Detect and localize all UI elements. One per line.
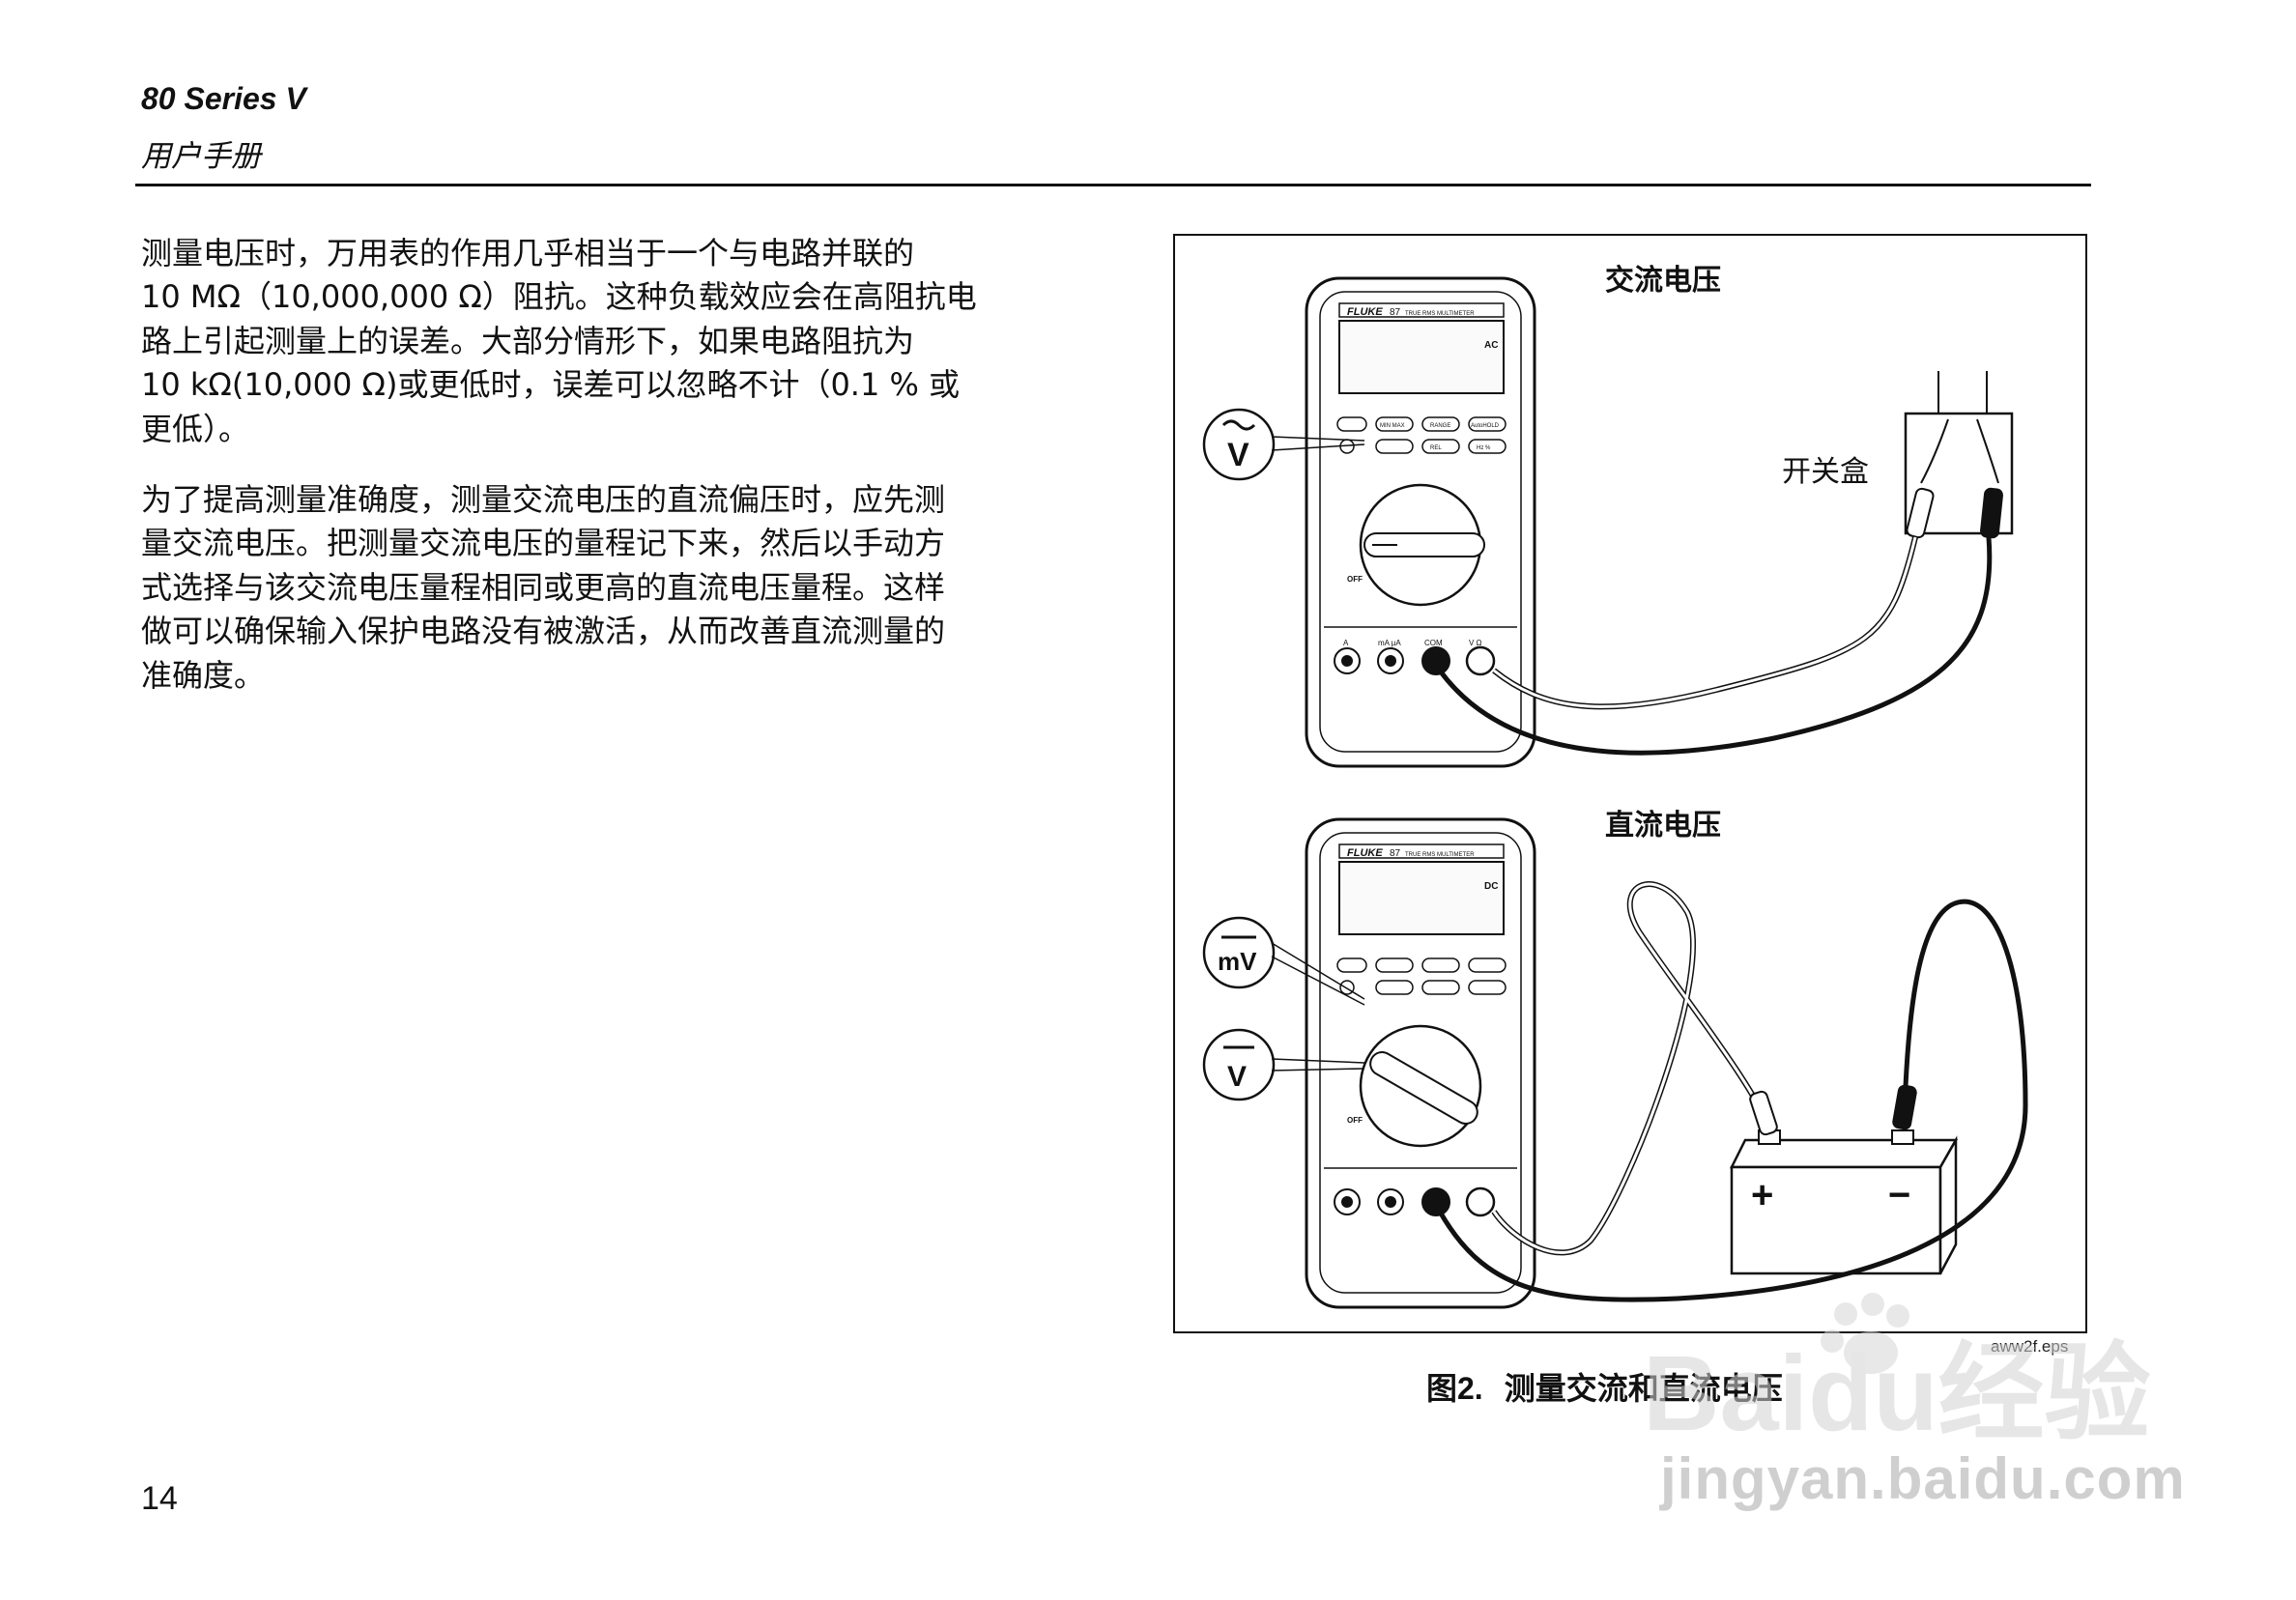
jack-v-label: V Ω <box>1469 639 1482 647</box>
black-lead <box>1437 536 1993 756</box>
black-probe <box>1980 487 2003 539</box>
button-autohold: AutoHOLD <box>1471 423 1500 429</box>
ac-voltage-label: 交流电压 <box>1605 264 1721 298</box>
figure-file-name: aww2f.eps <box>1991 1337 2069 1356</box>
header-subtitle: 用户手册 <box>141 139 261 174</box>
caption-number: 图2. <box>1426 1371 1483 1406</box>
paragraph-line: 为了提高测量准确度，测量交流电压的直流偏压时，应先测 <box>141 481 946 518</box>
paragraph-line: 更低）。 <box>141 410 250 447</box>
dcv-symbol-text: V <box>1227 1061 1247 1093</box>
display-mode-dc: DC <box>1484 881 1498 892</box>
page-number: 14 <box>141 1480 178 1517</box>
meter-model: 87 <box>1390 848 1401 859</box>
paragraph-line: 准确度。 <box>141 656 266 694</box>
red-probe <box>1906 487 1935 539</box>
switch-box-label: 开关盒 <box>1782 455 1869 489</box>
paragraph-line: 测量电压时，万用表的作用几乎相当于一个与电路并联的 <box>141 235 915 271</box>
body-paragraph-1: 测量电压时，万用表的作用几乎相当于一个与电路并联的 10 MΩ（10,000,0… <box>141 232 1059 451</box>
meter-display <box>1338 320 1505 394</box>
input-jacks <box>1334 1186 1496 1217</box>
caption-text: 测量交流和直流电压 <box>1504 1370 1783 1407</box>
ac-voltage-symbol <box>1202 408 1276 481</box>
figure-measurement-diagram: 交流电压 FLUKE 87 TRUE RMS MULTIMETER AC MIN… <box>1173 234 2087 1333</box>
input-jacks: A mA µA COM V Ω <box>1334 639 1496 676</box>
ac-symbol-text: V <box>1227 437 1249 473</box>
jack-a-label: A <box>1343 639 1349 647</box>
dc-voltage-symbol <box>1202 1028 1276 1101</box>
jack-com-label: COM <box>1424 639 1443 647</box>
figure-caption: 图2. 测量交流和直流电压 <box>1426 1364 1783 1409</box>
battery-plus: + <box>1751 1174 1773 1216</box>
watermark-url: jingyan.baidu.com <box>1660 1446 2186 1511</box>
multimeter-dc: FLUKE 87 TRUE RMS MULTIMETER DC OFF <box>1305 817 1536 1309</box>
jack-ma-label: mA µA <box>1378 639 1401 647</box>
battery: + − <box>1729 1129 1959 1275</box>
multimeter-ac: FLUKE 87 TRUE RMS MULTIMETER AC MIN MAX … <box>1305 276 1536 768</box>
meter-model: 87 <box>1390 307 1401 318</box>
watermark: Baidu经验 <box>1643 1285 2184 1463</box>
button-min-max: MIN MAX <box>1380 423 1405 429</box>
dc-voltage-label: 直流电压 <box>1605 809 1721 843</box>
off-label: OFF <box>1347 575 1363 584</box>
figure-illustration: 交流电压 FLUKE 87 TRUE RMS MULTIMETER AC MIN… <box>1202 264 2028 1309</box>
mv-symbol-text: mV <box>1218 947 1257 976</box>
battery-minus: − <box>1888 1174 1910 1216</box>
button-range: RANGE <box>1430 423 1450 429</box>
watermark-brand: Baidu经验 <box>1643 1334 2151 1453</box>
paragraph-line: 做可以确保输入保护电路没有被激活，从而改善直流测量的 <box>141 613 946 650</box>
paragraph-line: 式选择与该交流电压量程相同或更高的直流电压量程。这样 <box>141 568 946 606</box>
meter-display <box>1338 861 1505 935</box>
red-lead <box>1492 882 1772 1254</box>
dc-millivolt-symbol <box>1202 916 1276 989</box>
meter-brand: FLUKE <box>1347 306 1383 318</box>
black-lead <box>1437 899 2028 1302</box>
button-rel: REL <box>1430 445 1442 451</box>
meter-brand: FLUKE <box>1347 847 1383 859</box>
header-title: 80 Series V <box>141 81 306 116</box>
meter-subtitle: TRUE RMS MULTIMETER <box>1405 852 1475 858</box>
display-mode-ac: AC <box>1484 340 1498 351</box>
button-hz: Hz % <box>1477 445 1491 451</box>
off-label: OFF <box>1347 1116 1363 1125</box>
paragraph-line: 10 MΩ（10,000,000 Ω）阻抗。这种负载效应会在高阻抗电 <box>141 278 977 316</box>
paragraph-line: 量交流电压。把测量交流电压的量程记下来，然后以手动方 <box>141 525 946 562</box>
meter-subtitle: TRUE RMS MULTIMETER <box>1405 311 1475 317</box>
body-paragraph-2: 为了提高测量准确度，测量交流电压的直流偏压时，应先测 量交流电压。把测量交流电压… <box>141 478 1059 698</box>
header-divider <box>135 184 2091 186</box>
watermark-logo: Baidu经验 <box>1643 1293 2151 1453</box>
paragraph-line: 路上引起测量上的误差。大部分情形下，如果电路阻抗为 <box>141 322 915 359</box>
paragraph-line: 10 kΩ(10,000 Ω)或更低时，误差可以忽略不计（0.1 % 或 <box>141 366 961 404</box>
